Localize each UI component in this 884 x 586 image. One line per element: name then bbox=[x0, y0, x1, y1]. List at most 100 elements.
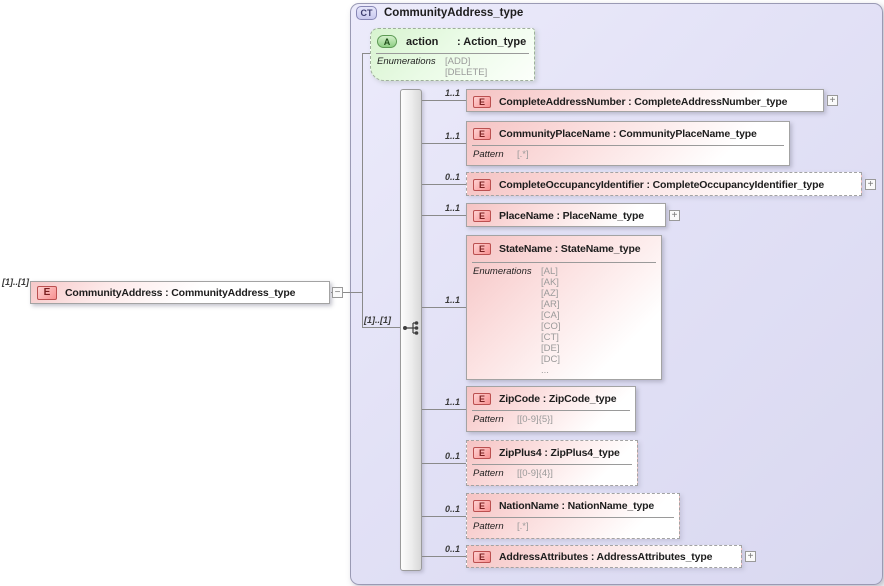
element-icon: E bbox=[473, 95, 491, 108]
cardinality-label: 1..1 bbox=[444, 88, 460, 98]
attribute-type: : Action_type bbox=[457, 35, 527, 48]
pattern-facet: Pattern [[0-9]{5}] bbox=[467, 411, 635, 427]
connector bbox=[422, 215, 466, 216]
element-icon: E bbox=[473, 127, 491, 140]
facet-label: Enumerations bbox=[377, 56, 436, 67]
element-zip-code[interactable]: E ZipCode : ZipCode_type Pattern [[0-9]{… bbox=[466, 386, 636, 432]
attribute-icon: A bbox=[377, 35, 397, 48]
complex-type-header: CT CommunityAddress_type bbox=[356, 6, 523, 20]
root-cardinality: [1]..[1] bbox=[2, 277, 29, 287]
connector-to-attribute bbox=[362, 53, 370, 54]
pattern-value: [.*] bbox=[517, 149, 529, 160]
pattern-facet: Pattern [[0-9]{4}] bbox=[467, 465, 637, 481]
connector bbox=[422, 463, 466, 464]
element-icon: E bbox=[473, 550, 491, 563]
element-icon: E bbox=[473, 392, 491, 405]
enum-value: [DC] bbox=[541, 354, 560, 365]
element-label: PlaceName : PlaceName_type bbox=[499, 209, 644, 222]
expand-button[interactable]: + bbox=[669, 210, 680, 221]
divider bbox=[472, 517, 674, 518]
element-community-place-name[interactable]: E CommunityPlaceName : CommunityPlaceNam… bbox=[466, 121, 790, 166]
divider bbox=[376, 53, 529, 54]
cardinality-label: 0..1 bbox=[444, 172, 460, 182]
complex-type-icon: CT bbox=[356, 6, 377, 20]
connector bbox=[422, 184, 466, 185]
enum-value: [CT] bbox=[541, 332, 559, 343]
element-icon: E bbox=[473, 178, 491, 191]
pattern-value: [[0-9]{5}] bbox=[517, 414, 553, 425]
attribute-name-row: A action : Action_type bbox=[371, 29, 534, 53]
attribute-enumerations: Enumerations [ADD] [DELETE] bbox=[371, 54, 534, 80]
cardinality-label: 0..1 bbox=[444, 451, 460, 461]
complex-type-title: CommunityAddress_type bbox=[384, 7, 524, 19]
divider bbox=[472, 410, 630, 411]
facet-label: Pattern bbox=[473, 521, 504, 532]
sequence-icon bbox=[402, 320, 422, 341]
connector-to-sequence bbox=[362, 327, 404, 328]
element-label: ZipPlus4 : ZipPlus4_type bbox=[499, 446, 620, 459]
element-label: CompleteOccupancyIdentifier : CompleteOc… bbox=[499, 178, 825, 191]
pattern-value: [.*] bbox=[517, 521, 529, 532]
sequence-bar[interactable] bbox=[400, 89, 422, 571]
element-complete-occupancy-identifier[interactable]: E CompleteOccupancyIdentifier : Complete… bbox=[466, 172, 862, 196]
element-community-address-root[interactable]: E CommunityAddress : CommunityAddress_ty… bbox=[30, 281, 330, 304]
cardinality-label: 1..1 bbox=[444, 397, 460, 407]
element-icon: E bbox=[473, 243, 491, 255]
enum-value: [CA] bbox=[541, 310, 560, 321]
element-icon: E bbox=[37, 285, 57, 300]
expand-button[interactable]: + bbox=[827, 95, 838, 106]
element-zip-plus4[interactable]: E ZipPlus4 : ZipPlus4_type Pattern [[0-9… bbox=[466, 440, 638, 486]
connector bbox=[422, 143, 466, 144]
pattern-facet: Pattern [.*] bbox=[467, 518, 679, 534]
collapse-button[interactable]: − bbox=[332, 287, 343, 298]
element-state-name[interactable]: E StateName : StateName_type Enumeration… bbox=[466, 235, 662, 380]
expand-button[interactable]: + bbox=[865, 179, 876, 190]
connector bbox=[422, 516, 466, 517]
cardinality-label: 1..1 bbox=[444, 203, 460, 213]
element-nation-name[interactable]: E NationName : NationName_type Pattern [… bbox=[466, 493, 680, 539]
enum-value: [AR] bbox=[541, 299, 560, 310]
divider bbox=[472, 262, 656, 263]
element-label: StateName : StateName_type bbox=[499, 243, 641, 255]
connector bbox=[422, 556, 466, 557]
connector-root bbox=[331, 292, 362, 293]
element-label: CommunityPlaceName : CommunityPlaceName_… bbox=[499, 127, 757, 140]
element-label: CommunityAddress : CommunityAddress_type bbox=[65, 286, 296, 299]
cardinality-label: 0..1 bbox=[444, 544, 460, 554]
enum-value: [AL] bbox=[541, 266, 558, 277]
enumerations-facet: Enumerations [AL] [AK] [AZ] [AR] [CA] [C… bbox=[467, 263, 661, 378]
enum-value: [ADD] bbox=[445, 56, 471, 67]
element-label: AddressAttributes : AddressAttributes_ty… bbox=[499, 550, 713, 563]
element-place-name[interactable]: E PlaceName : PlaceName_type bbox=[466, 203, 666, 227]
enum-value: [AZ] bbox=[541, 288, 559, 299]
connector bbox=[422, 100, 466, 101]
attribute-action[interactable]: A action : Action_type Enumerations [ADD… bbox=[370, 28, 535, 81]
divider bbox=[472, 464, 632, 465]
facet-label: Enumerations bbox=[473, 266, 532, 277]
facet-label: Pattern bbox=[473, 149, 504, 160]
attribute-name: action bbox=[406, 35, 439, 48]
enum-value-ellipsis: ... bbox=[541, 365, 549, 376]
cardinality-label: 0..1 bbox=[444, 504, 460, 514]
element-label: CompleteAddressNumber : CompleteAddressN… bbox=[499, 95, 788, 108]
connector bbox=[422, 307, 466, 308]
facet-label: Pattern bbox=[473, 414, 504, 425]
cardinality-label: 1..1 bbox=[444, 295, 460, 305]
enum-value: [DE] bbox=[541, 343, 560, 354]
divider bbox=[472, 145, 784, 146]
expand-button[interactable]: + bbox=[745, 551, 756, 562]
cardinality-label: 1..1 bbox=[444, 131, 460, 141]
facet-label: Pattern bbox=[473, 468, 504, 479]
element-icon: E bbox=[473, 209, 491, 222]
element-address-attributes[interactable]: E AddressAttributes : AddressAttributes_… bbox=[466, 545, 742, 568]
connector-trunk bbox=[362, 53, 363, 327]
element-icon: E bbox=[473, 499, 491, 512]
element-icon: E bbox=[473, 446, 491, 459]
element-label: ZipCode : ZipCode_type bbox=[499, 392, 617, 405]
connector bbox=[422, 409, 466, 410]
enum-value: [DELETE] bbox=[445, 66, 488, 78]
element-complete-address-number[interactable]: E CompleteAddressNumber : CompleteAddres… bbox=[466, 89, 824, 112]
pattern-value: [[0-9]{4}] bbox=[517, 468, 553, 479]
element-label: NationName : NationName_type bbox=[499, 499, 655, 512]
